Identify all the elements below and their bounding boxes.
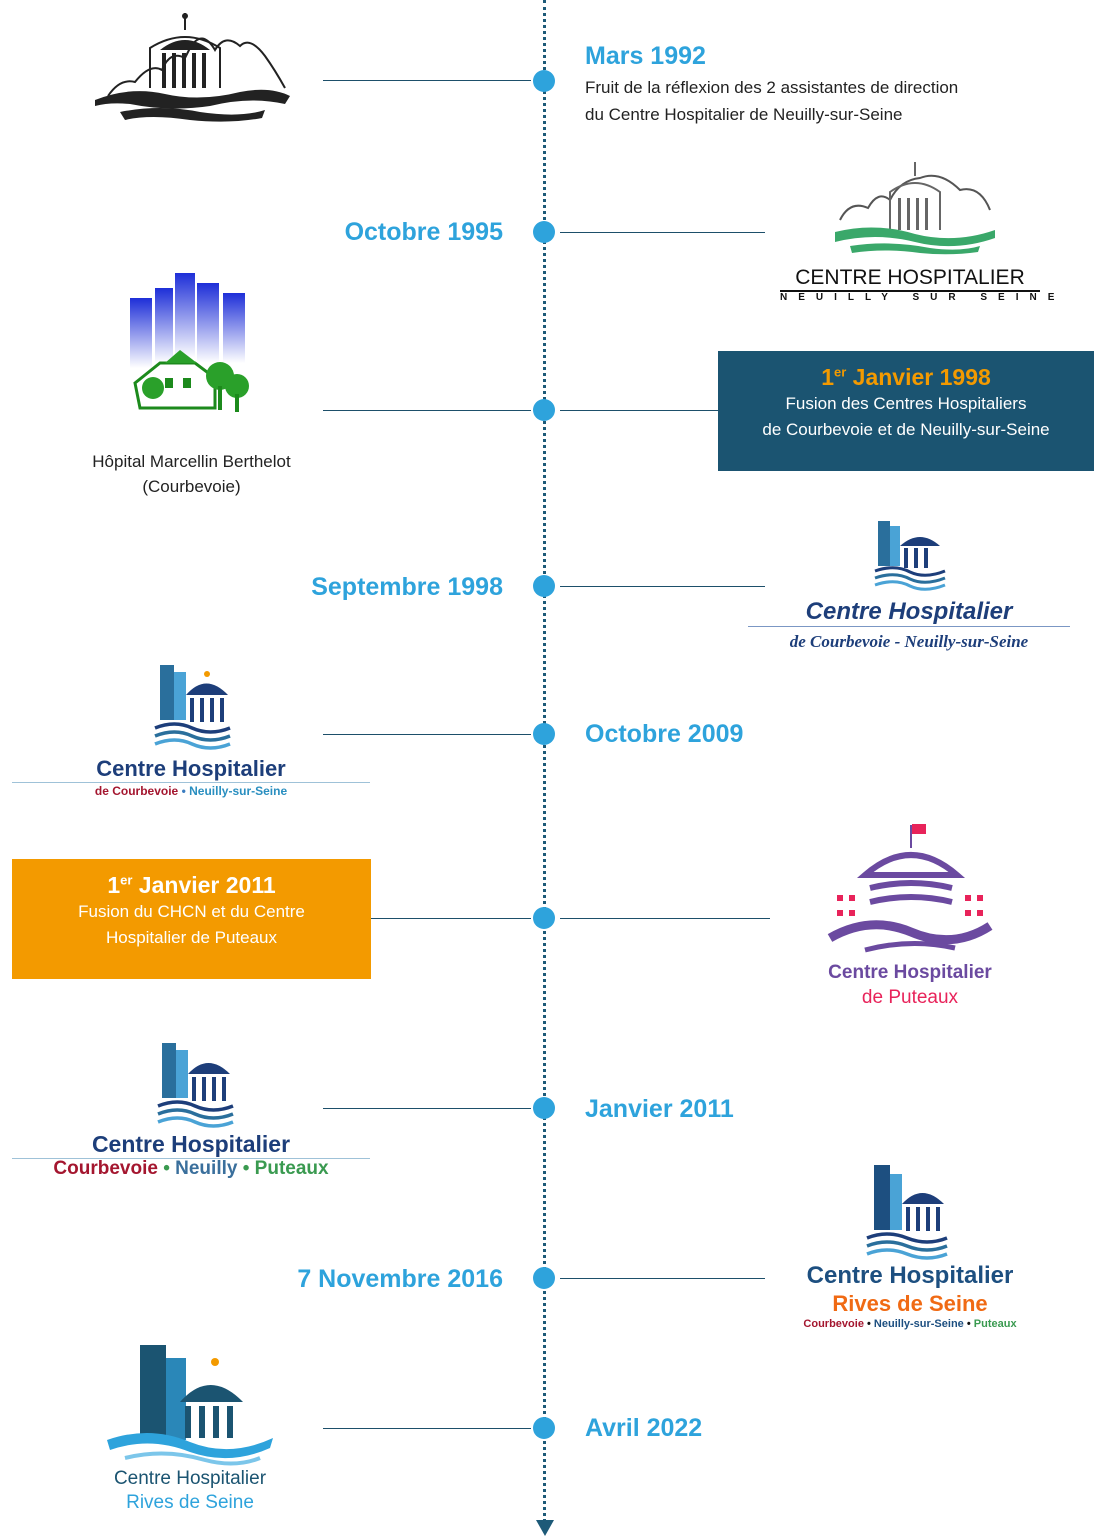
connector-line xyxy=(323,1428,531,1429)
logo-2016-title: Centre Hospitalier xyxy=(806,1262,1014,1289)
connector-line xyxy=(560,1278,765,1279)
milestone-date: Avril 2022 xyxy=(585,1414,703,1442)
timeline-dot xyxy=(533,723,555,745)
logo-1992-icon xyxy=(95,13,290,122)
hospital-building-image-icon xyxy=(130,273,249,412)
milestone-date: Octobre 1995 xyxy=(344,218,503,246)
logo-1995-icon xyxy=(835,162,995,255)
milestone-date: 7 Novembre 2016 xyxy=(297,1265,503,1293)
timeline-dot xyxy=(533,70,555,92)
caption-line: Hôpital Marcellin Berthelot xyxy=(92,452,291,471)
logo-2016-cities: Courbevoie • Neuilly-sur-Seine • Puteaux xyxy=(803,1318,1017,1330)
timeline-axis xyxy=(543,0,546,1522)
logo-jan-2011-icon xyxy=(157,1043,234,1128)
milestone-description: Fruit de la réflexion des 2 assistantes … xyxy=(585,74,958,128)
milestone-date: Mars 1992 xyxy=(585,42,706,70)
logo-1995-subtitle: NEUILLY SUR SEINE xyxy=(780,292,1066,303)
logo-puteaux-icon xyxy=(827,824,993,953)
milestone-date: Janvier 2011 xyxy=(585,1095,734,1123)
milestone-highlight-box: 1er Janvier 1998 Fusion des Centres Hosp… xyxy=(718,351,1094,471)
caption-line: (Courbevoie) xyxy=(142,477,241,496)
connector-line xyxy=(560,918,770,919)
logo-2009-icon xyxy=(154,665,231,750)
connector-line xyxy=(323,410,531,411)
connector-line xyxy=(560,410,718,411)
desc-line: du Centre Hospitalier de Neuilly-sur-Sei… xyxy=(585,105,903,124)
logo-sept-1998-title: Centre Hospitalier xyxy=(748,598,1070,627)
connector-line xyxy=(560,232,765,233)
logo-1995-title: CENTRE HOSPITALIER xyxy=(780,266,1040,292)
logo-2016-subtitle: Rives de Seine xyxy=(832,1291,988,1316)
connector-line xyxy=(560,586,765,587)
desc-line: Fusion du CHCN et du Centre xyxy=(78,902,305,921)
milestone-date: 1er Janvier 2011 xyxy=(107,872,276,898)
logo-2016-icon xyxy=(866,1165,948,1260)
logo-jan-2011-title: Centre Hospitalier xyxy=(12,1130,370,1159)
logo-sept-1998-icon xyxy=(874,521,946,591)
logo-sept-1998-subtitle: de Courbevoie - Neuilly-sur-Seine xyxy=(789,632,1029,651)
image-caption: Hôpital Marcellin Berthelot (Courbevoie) xyxy=(40,449,343,499)
logo-puteaux-subtitle: de Puteaux xyxy=(861,987,959,1008)
timeline-dot xyxy=(533,1267,555,1289)
desc-line: Fusion des Centres Hospitaliers xyxy=(785,394,1027,413)
timeline-dot xyxy=(533,1417,555,1439)
logo-2009-subtitle: de Courbevoie • Neuilly-sur-Seine xyxy=(94,784,288,798)
timeline-dot xyxy=(533,575,555,597)
timeline-dot xyxy=(533,907,555,929)
logo-2009-title: Centre Hospitalier xyxy=(12,756,370,783)
timeline-arrow-icon xyxy=(536,1520,554,1536)
milestone-date: Septembre 1998 xyxy=(311,573,503,601)
logo-puteaux-title: Centre Hospitalier xyxy=(828,962,992,983)
logo-2022-icon xyxy=(107,1345,273,1466)
timeline-dot xyxy=(533,399,555,421)
logo-2022-subtitle: Rives de Seine xyxy=(126,1492,254,1513)
milestone-date: 1er Janvier 1998 xyxy=(821,364,991,390)
timeline-dot xyxy=(533,221,555,243)
connector-line xyxy=(371,918,531,919)
logo-2022-title: Centre Hospitalier xyxy=(113,1468,267,1489)
desc-line: Hospitalier de Puteaux xyxy=(105,928,278,947)
milestone-date: Octobre 2009 xyxy=(585,720,744,748)
timeline-dot xyxy=(533,1097,555,1119)
connector-line xyxy=(323,1108,531,1109)
connector-line xyxy=(323,734,531,735)
connector-line xyxy=(323,80,531,81)
desc-line: de Courbevoie et de Neuilly-sur-Seine xyxy=(762,420,1050,439)
desc-line: Fruit de la réflexion des 2 assistantes … xyxy=(585,78,959,97)
milestone-highlight-box: 1er Janvier 2011 Fusion du CHCN et du Ce… xyxy=(12,859,371,979)
logo-jan-2011-subtitle: Courbevoie • Neuilly • Puteaux xyxy=(53,1158,329,1179)
